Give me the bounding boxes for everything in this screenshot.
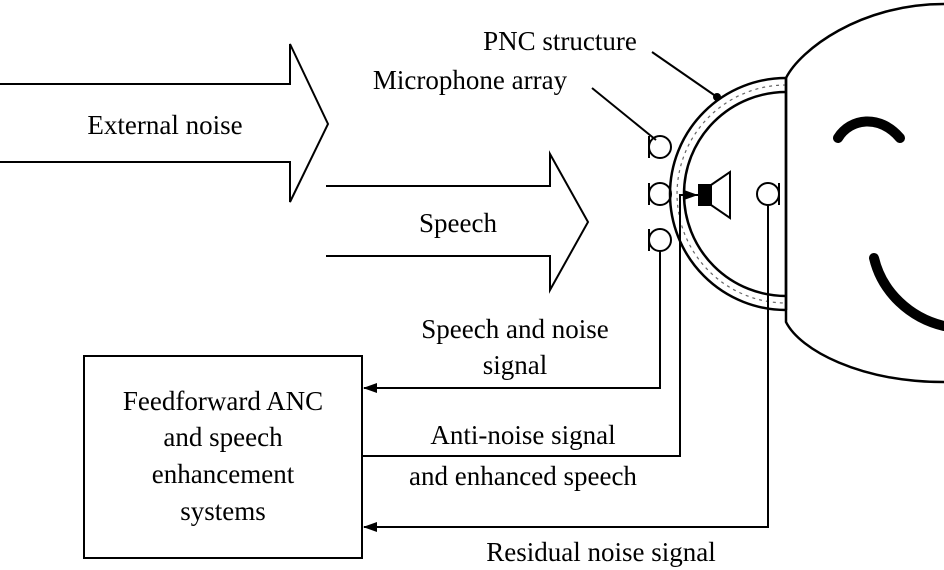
mic-icon xyxy=(648,135,672,159)
head xyxy=(784,2,944,384)
speech-noise-label-line2: signal xyxy=(483,350,548,380)
mic-icon xyxy=(648,182,672,206)
microphone-array-label: Microphone array xyxy=(373,65,568,95)
speaker-icon xyxy=(690,170,731,220)
anti-noise-label-line2: and enhanced speech xyxy=(409,461,637,491)
residual-noise-label: Residual noise signal xyxy=(486,537,715,567)
microphone-array xyxy=(648,135,672,252)
external-noise-label: External noise xyxy=(87,110,242,140)
speech-arrow: Speech xyxy=(326,150,590,294)
pnc-structure-label: PNC structure xyxy=(483,26,637,56)
box-text-line2: and speech xyxy=(163,422,283,452)
box-text-line3: enhancement xyxy=(152,459,295,489)
residual-noise-line xyxy=(363,205,769,532)
speech-noise-line xyxy=(363,251,661,393)
anti-noise-label-line1: Anti-noise signal xyxy=(430,420,615,450)
eye xyxy=(833,116,905,143)
anti-noise-line xyxy=(362,190,698,457)
box-text-line1: Feedforward ANC xyxy=(123,386,323,416)
error-mic-icon xyxy=(756,182,780,206)
signal-lines xyxy=(362,190,769,532)
speech-label: Speech xyxy=(419,208,497,238)
leader-lines xyxy=(591,51,721,141)
box-text-line4: systems xyxy=(180,496,266,526)
anc-system-box: Feedforward ANC and speech enhancement s… xyxy=(83,355,363,559)
external-noise-arrow: External noise xyxy=(0,43,330,203)
mic-icon xyxy=(648,228,672,252)
mouth xyxy=(869,253,944,331)
speech-noise-label-line1: Speech and noise xyxy=(421,314,608,344)
